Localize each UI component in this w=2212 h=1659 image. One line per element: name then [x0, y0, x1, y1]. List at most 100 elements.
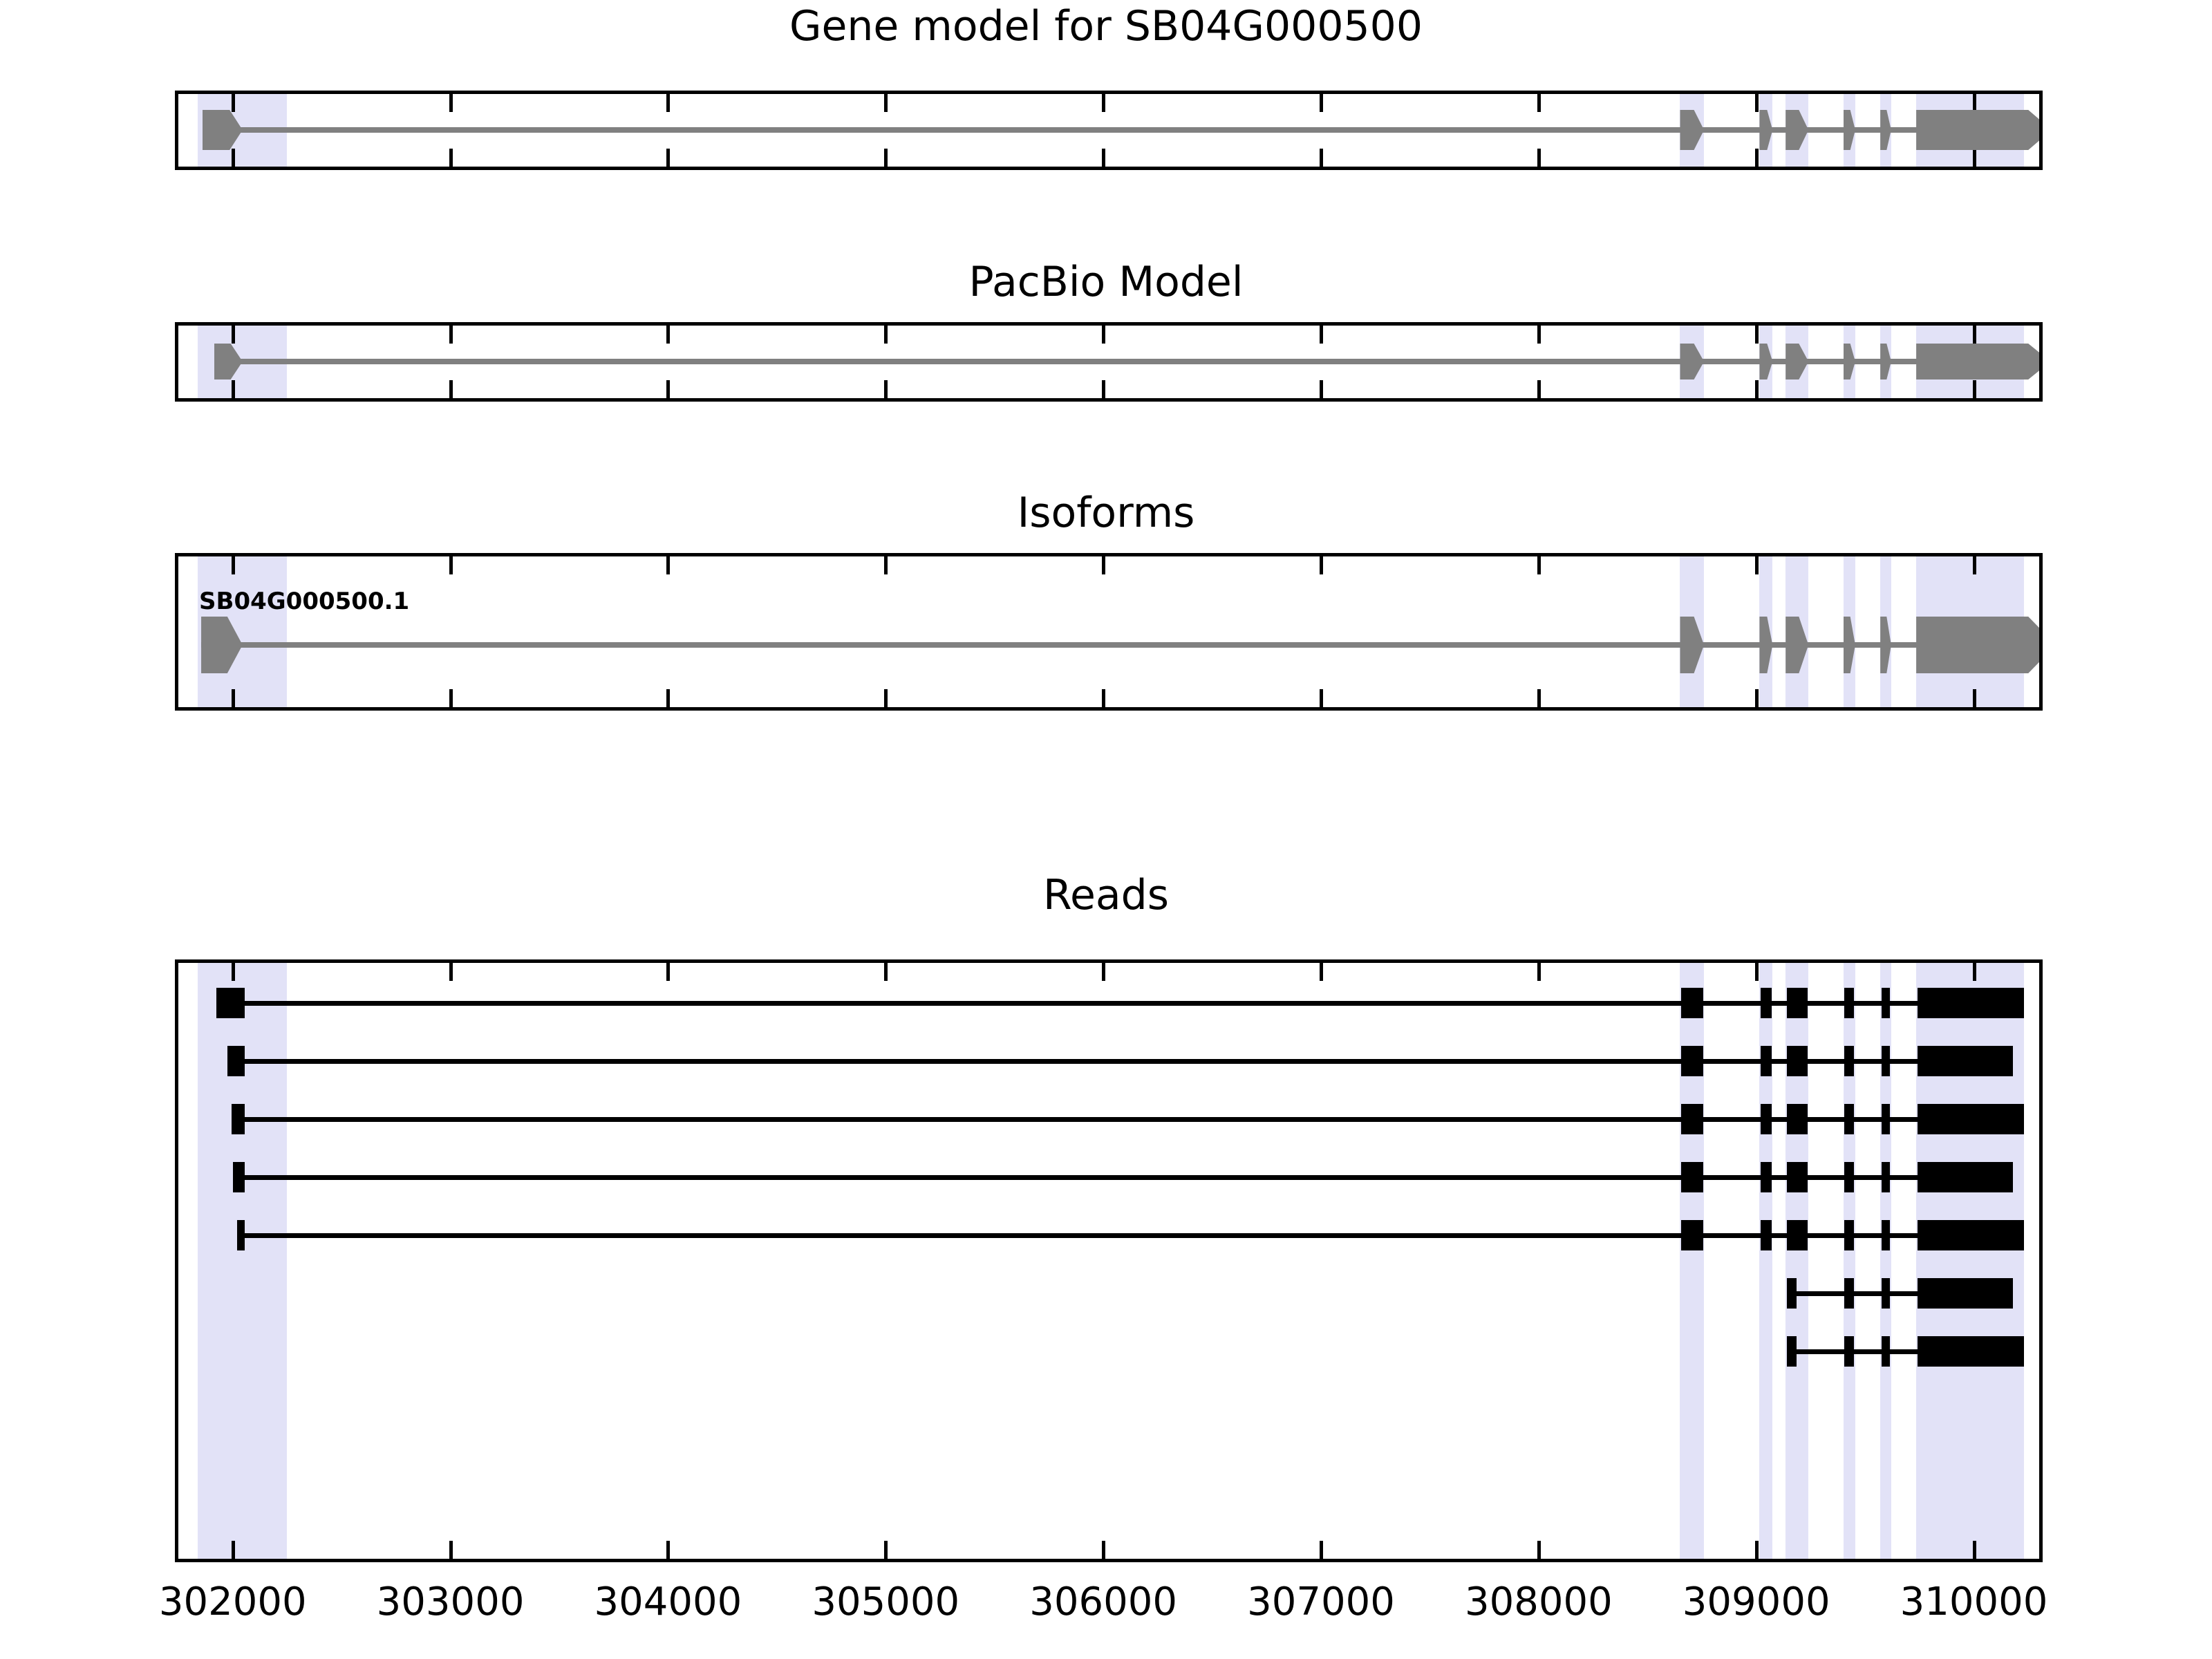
exon[interactable] [1916, 344, 2039, 379]
read-exon[interactable] [1786, 1278, 1797, 1309]
read-exon[interactable] [1917, 1220, 2024, 1250]
read-exon[interactable] [232, 1104, 245, 1134]
exon[interactable] [1880, 110, 1891, 150]
exon[interactable] [1759, 344, 1773, 379]
axis-tick [884, 1541, 888, 1559]
read-exon[interactable] [1786, 1104, 1808, 1134]
read-exon[interactable] [1917, 1162, 2014, 1192]
read-exon[interactable] [1881, 1046, 1891, 1076]
axis-tick [1754, 94, 1759, 112]
read-intron-line [1786, 1349, 2024, 1354]
axis-tick [1102, 326, 1106, 344]
axis-tick [666, 1541, 671, 1559]
exon[interactable] [1916, 617, 2039, 673]
read-exon[interactable] [1844, 1104, 1855, 1134]
axis-tick [1537, 556, 1541, 574]
read-intron-line [232, 1117, 2024, 1122]
read-intron-line [237, 1233, 2024, 1238]
read-exon[interactable] [1881, 1278, 1891, 1309]
read-exon[interactable] [1760, 1220, 1772, 1250]
x-tick-label: 303000 [376, 1580, 525, 1624]
axis-tick [1754, 380, 1759, 398]
read-exon[interactable] [1917, 1336, 2024, 1367]
read-intron-line [1786, 1291, 2014, 1296]
read-exon[interactable] [1760, 1046, 1772, 1076]
exon[interactable] [1759, 110, 1773, 150]
exon[interactable] [1843, 344, 1855, 379]
axis-tick [1537, 963, 1541, 981]
read-exon[interactable] [1786, 1162, 1808, 1192]
axis-tick [1319, 1541, 1323, 1559]
axis-tick [231, 380, 235, 398]
axis-tick [666, 556, 671, 574]
axis-tick [1972, 556, 1976, 574]
axis-tick [1102, 963, 1106, 981]
x-tick-label: 306000 [1029, 1580, 1178, 1624]
read-exon[interactable] [216, 988, 245, 1018]
axes-gene-model[interactable] [175, 91, 2043, 170]
exon[interactable] [1843, 617, 1855, 673]
read-exon[interactable] [1760, 1162, 1772, 1192]
axis-tick [884, 556, 888, 574]
read-exon[interactable] [1881, 1220, 1891, 1250]
axis-tick [231, 326, 235, 344]
read-exon[interactable] [1786, 1220, 1808, 1250]
read-exon[interactable] [1917, 1046, 2014, 1076]
axis-tick [884, 149, 888, 167]
axis-tick [231, 689, 235, 707]
axis-tick [1537, 326, 1541, 344]
axis-tick [1102, 556, 1106, 574]
read-exon[interactable] [1844, 1278, 1855, 1309]
axis-tick [884, 689, 888, 707]
read-exon[interactable] [1786, 988, 1808, 1018]
read-exon[interactable] [1681, 1220, 1703, 1250]
read-exon[interactable] [1844, 1046, 1855, 1076]
exon[interactable] [1880, 617, 1891, 673]
read-exon[interactable] [227, 1046, 245, 1076]
read-exon[interactable] [1881, 988, 1891, 1018]
axis-tick [1972, 94, 1976, 112]
exon[interactable] [1759, 617, 1773, 673]
read-exon[interactable] [1844, 1162, 1855, 1192]
axis-tick [449, 380, 453, 398]
axis-tick [1972, 326, 1976, 344]
read-exon[interactable] [1917, 988, 2024, 1018]
axes-isoforms[interactable]: SB04G000500.1 [175, 553, 2043, 711]
read-exon[interactable] [1760, 988, 1772, 1018]
read-exon[interactable] [1786, 1046, 1808, 1076]
read-exon[interactable] [1786, 1336, 1797, 1367]
exon[interactable] [1916, 110, 2039, 150]
axes-pacbio-model[interactable] [175, 322, 2043, 402]
read-exon[interactable] [1681, 1162, 1703, 1192]
axis-tick [666, 689, 671, 707]
read-exon[interactable] [1681, 1046, 1703, 1076]
read-exon[interactable] [1881, 1104, 1891, 1134]
read-exon[interactable] [1681, 988, 1703, 1018]
read-exon[interactable] [1760, 1104, 1772, 1134]
x-tick-label: 309000 [1682, 1580, 1830, 1624]
axis-tick [231, 149, 235, 167]
read-exon[interactable] [1917, 1278, 2014, 1309]
axis-tick [1972, 149, 1976, 167]
axis-tick [1754, 1541, 1759, 1559]
exon[interactable] [1880, 344, 1891, 379]
axes-reads[interactable] [175, 959, 2043, 1562]
read-exon[interactable] [1844, 1336, 1855, 1367]
axis-tick [666, 380, 671, 398]
exon[interactable] [1843, 110, 1855, 150]
axis-tick [1754, 689, 1759, 707]
axis-tick [449, 556, 453, 574]
read-exon[interactable] [1681, 1104, 1703, 1134]
axis-tick [449, 1541, 453, 1559]
axis-tick [449, 326, 453, 344]
read-exon[interactable] [1917, 1104, 2024, 1134]
read-exon[interactable] [1881, 1162, 1891, 1192]
axis-tick [231, 94, 235, 112]
axis-tick [231, 1541, 235, 1559]
read-exon[interactable] [232, 1162, 245, 1192]
read-exon[interactable] [1881, 1336, 1891, 1367]
axis-tick [884, 94, 888, 112]
read-exon[interactable] [1844, 988, 1855, 1018]
read-exon[interactable] [1844, 1220, 1855, 1250]
read-exon[interactable] [237, 1220, 245, 1250]
